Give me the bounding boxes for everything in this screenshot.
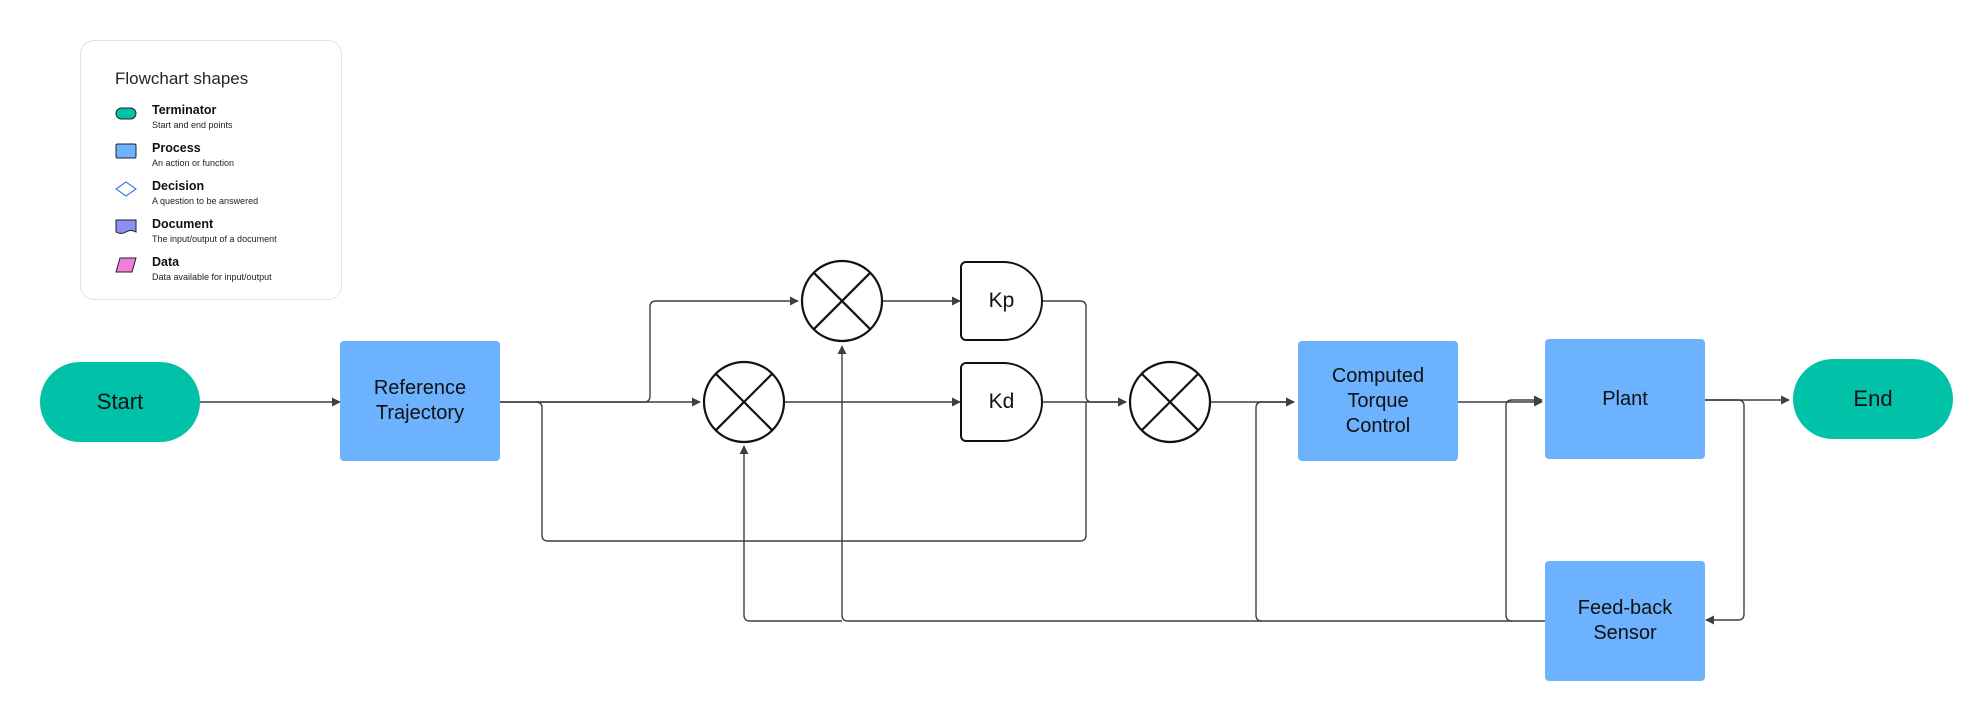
data-shape-icon bbox=[115, 257, 137, 273]
connector-feedback-to-computed-torque[interactable] bbox=[1255, 397, 1295, 622]
reference-trajectory-label: Reference Trajectory bbox=[373, 377, 467, 424]
feedback-sensor-process[interactable]: Feed-back Sensor bbox=[1545, 561, 1705, 681]
legend-item-name: Terminator bbox=[152, 103, 217, 117]
legend-item-description: A question to be answered bbox=[152, 196, 259, 206]
decision-shape-icon bbox=[115, 181, 137, 197]
connector-feedback-to-plant[interactable] bbox=[1505, 395, 1543, 622]
kp-label: Kp bbox=[988, 288, 1015, 312]
legend-item-description: Start and end points bbox=[152, 120, 233, 130]
legend-item-name: Decision bbox=[152, 179, 205, 193]
terminator-shape-icon bbox=[115, 107, 137, 120]
kd-label: Kd bbox=[988, 389, 1015, 413]
plant-process[interactable]: Plant bbox=[1545, 339, 1705, 459]
legend-item-description: An action or function bbox=[152, 158, 235, 168]
summing-junction-sum[interactable] bbox=[1128, 360, 1212, 444]
feedback-sensor-label: Feed-back Sensor bbox=[1577, 597, 1673, 644]
connector-plant-to-feedback[interactable] bbox=[1705, 399, 1745, 625]
start-label: Start bbox=[96, 389, 144, 415]
legend-item-terminator: Terminator Start and end points bbox=[115, 103, 335, 135]
end-terminator[interactable]: End bbox=[1793, 359, 1953, 439]
document-shape-icon bbox=[115, 219, 137, 234]
reference-trajectory-process[interactable]: Reference Trajectory bbox=[340, 341, 500, 461]
kp-gain-block[interactable]: Kp bbox=[960, 261, 1043, 341]
legend-item-decision: Decision A question to be answered bbox=[115, 179, 335, 211]
legend-item-description: The input/output of a document bbox=[152, 234, 277, 244]
legend-item-name: Document bbox=[152, 217, 214, 231]
connector-kp-to-sum-junction[interactable] bbox=[1043, 300, 1127, 407]
legend-item-name: Data bbox=[152, 255, 180, 269]
connector-feedback-to-lower-junction[interactable] bbox=[739, 445, 842, 622]
connector-feedback-to-upper-junction[interactable] bbox=[837, 345, 1545, 622]
computed-torque-control-label: Computed Torque Control bbox=[1331, 364, 1425, 437]
legend-title: Flowchart shapes bbox=[115, 69, 249, 88]
plant-label: Plant bbox=[1602, 387, 1648, 410]
start-terminator[interactable]: Start bbox=[40, 362, 200, 442]
legend-item-data: Data Data available for input/output bbox=[115, 255, 335, 287]
legend-item-name: Process bbox=[152, 141, 201, 155]
computed-torque-control-process[interactable]: Computed Torque Control bbox=[1298, 341, 1458, 461]
process-shape-icon bbox=[115, 143, 137, 159]
legend-item-document: Document The input/output of a document bbox=[115, 217, 335, 249]
connector-feedforward-to-sum-junction[interactable] bbox=[535, 401, 1087, 542]
legend-panel: Flowchart shapes Terminator Start and en… bbox=[80, 40, 342, 300]
end-label: End bbox=[1853, 386, 1893, 412]
legend-item-description: Data available for input/output bbox=[152, 272, 272, 282]
legend-item-process: Process An action or function bbox=[115, 141, 335, 173]
summing-junction-lower[interactable] bbox=[702, 360, 786, 444]
kd-gain-block[interactable]: Kd bbox=[960, 362, 1043, 442]
summing-junction-upper[interactable] bbox=[800, 259, 884, 343]
